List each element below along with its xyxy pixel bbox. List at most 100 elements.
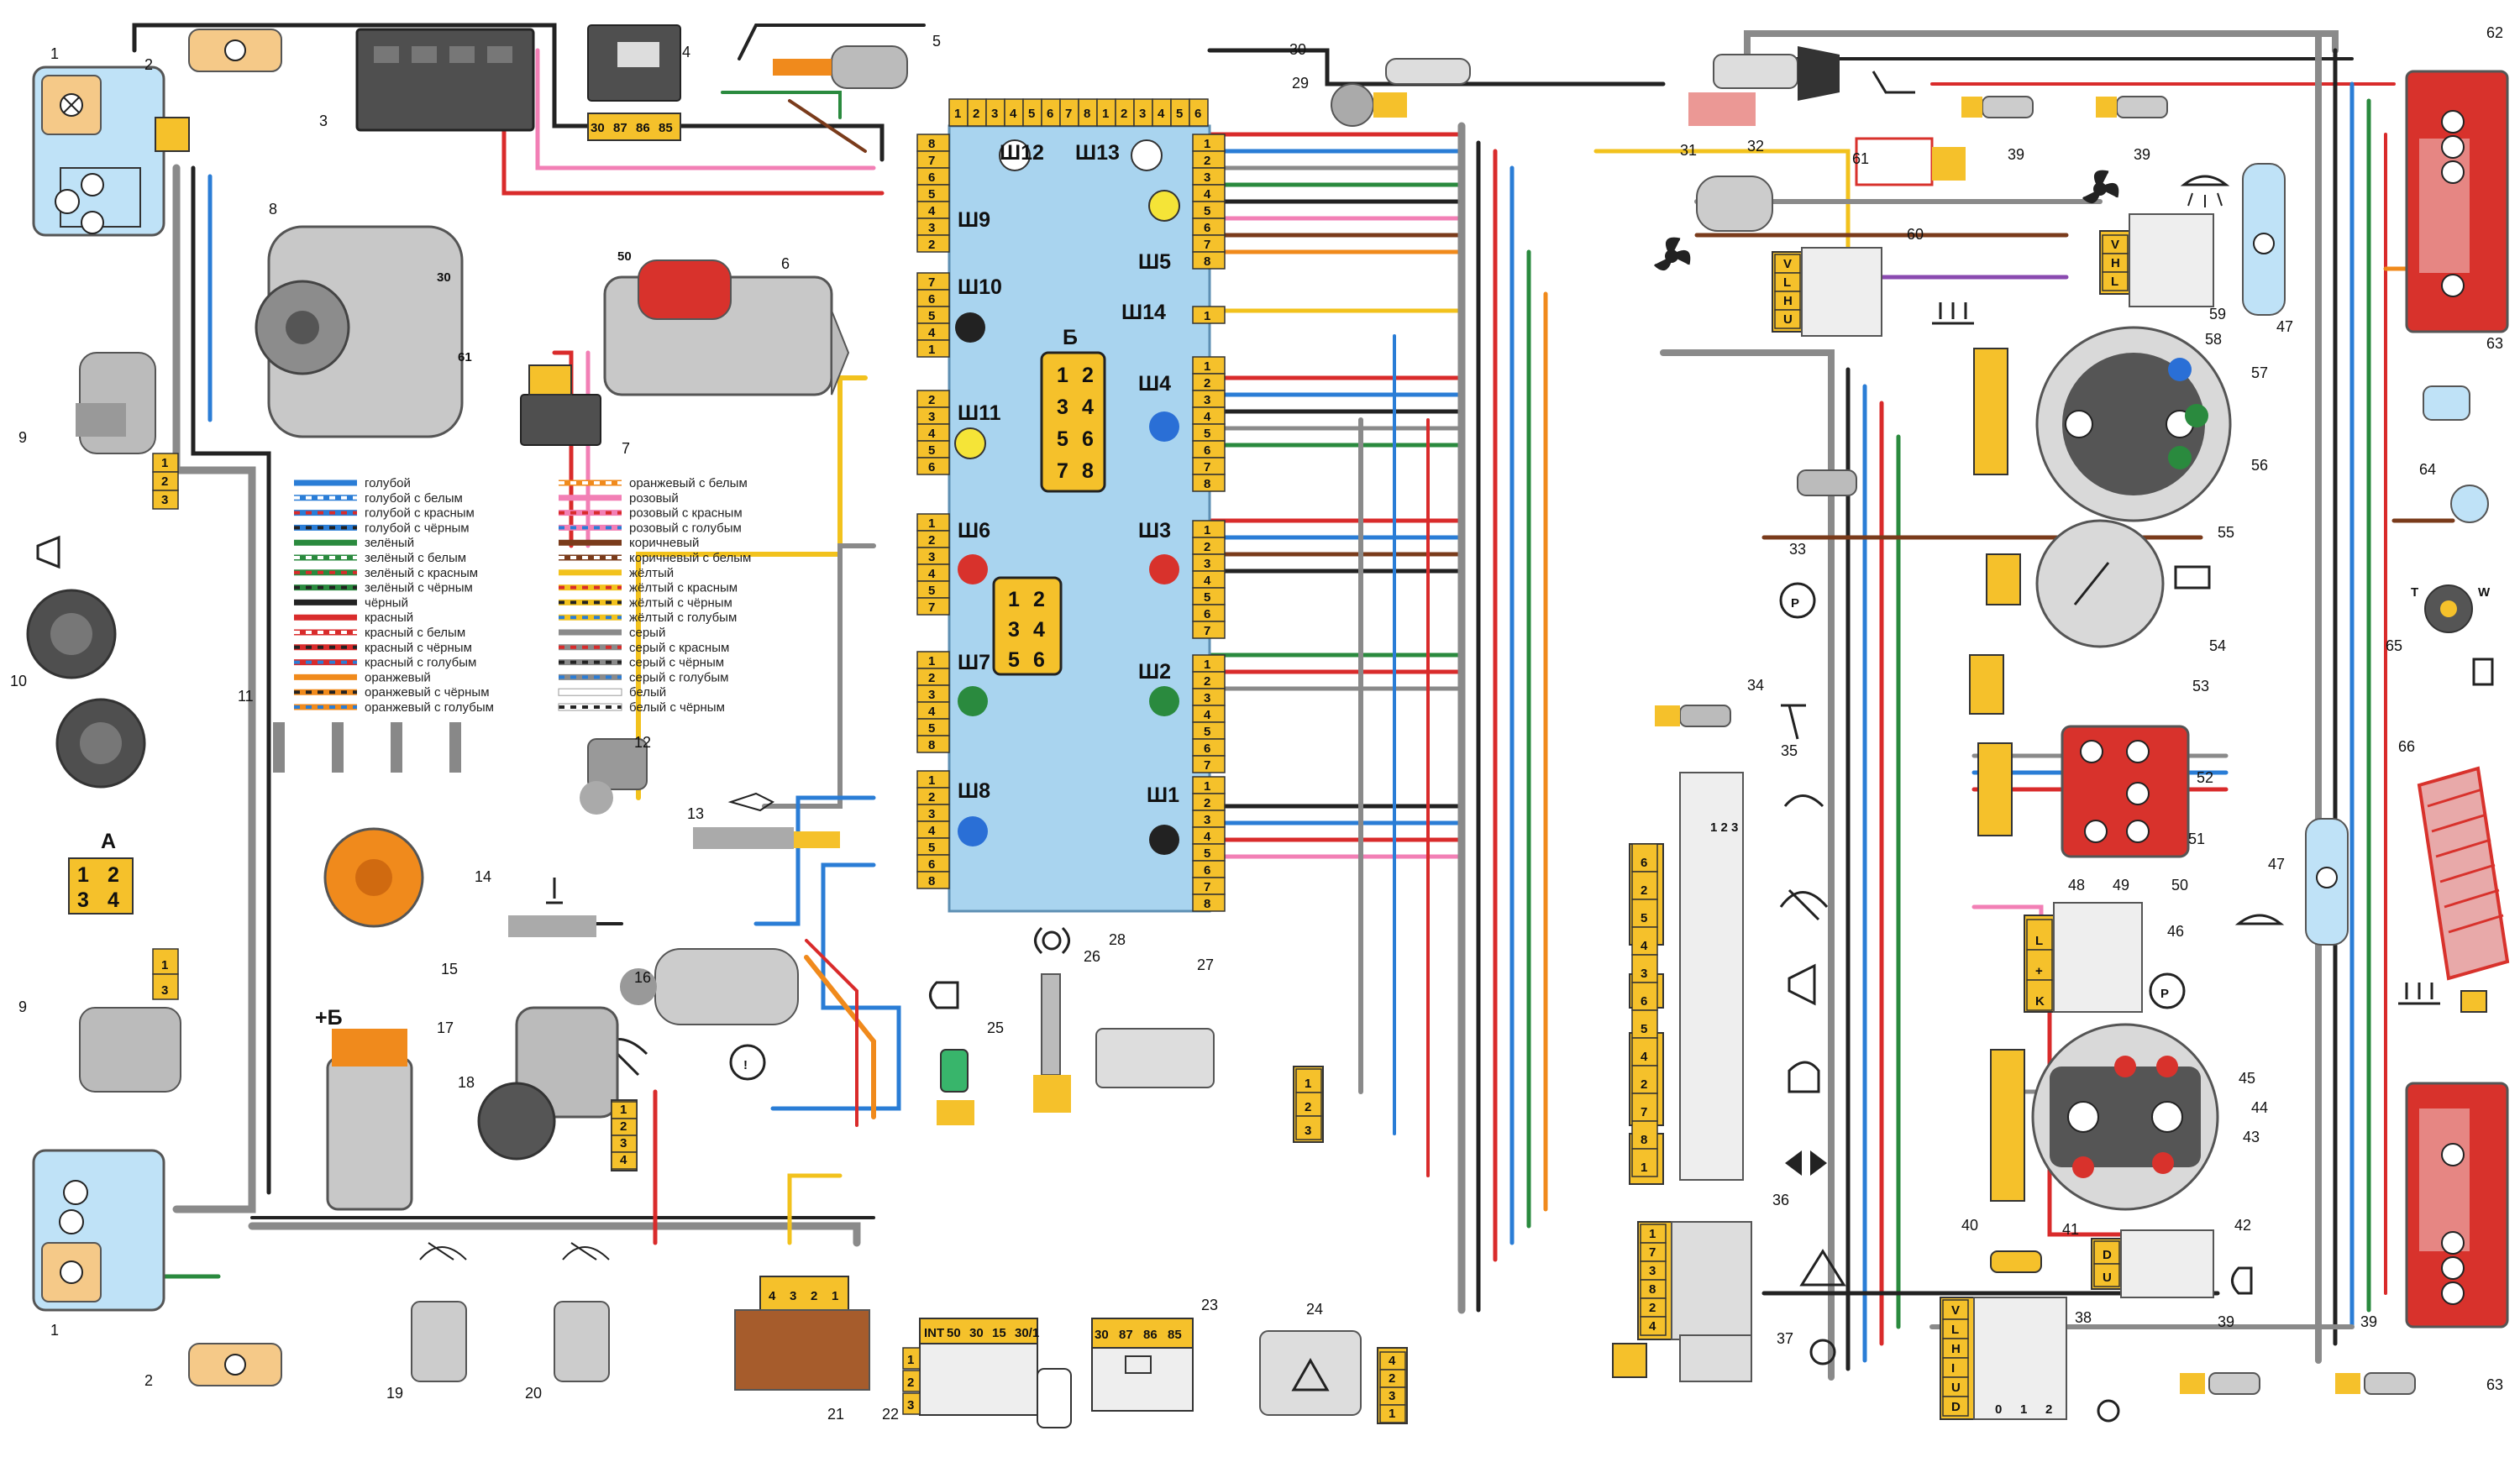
- legend-label: розовый с голубым: [629, 521, 742, 535]
- block-right-pin-label: 7: [1204, 238, 1210, 252]
- relay-4: [587, 24, 681, 141]
- washer-pump-19: [411, 1301, 467, 1382]
- fuel-sender: [2424, 584, 2473, 633]
- connector-indicator-white: [999, 139, 1031, 171]
- fan-icon-2: [2082, 170, 2119, 204]
- block-right-pin: [1192, 621, 1226, 639]
- pin-label: 3: [1389, 1389, 1395, 1403]
- pin-label: 2: [1305, 1100, 1311, 1114]
- component-19-label: 19: [386, 1385, 403, 1402]
- pin-label: 7: [1641, 1105, 1647, 1119]
- component-59-label: 59: [2209, 306, 2226, 322]
- legend-label: жёлтый с голубым: [629, 611, 737, 625]
- ignition-switch: [919, 1318, 1072, 1428]
- block-left-pin-label: 7: [928, 154, 935, 168]
- switch35-inner-label: 1 2 3: [1710, 820, 1738, 835]
- pin-cell: [2102, 271, 2129, 291]
- pin-label: 6: [1641, 856, 1647, 870]
- sub-a-pin: 3: [1008, 618, 1020, 642]
- component-39-label: 39: [2008, 146, 2024, 163]
- component-13-label: 13: [687, 805, 704, 822]
- legend-swatch-outline: [558, 688, 622, 696]
- speedo-connector: [1973, 348, 2008, 475]
- pin-label: V: [2111, 238, 2119, 252]
- sub-a-pin: 6: [1033, 648, 1045, 672]
- ignition-pin: 30/1: [1015, 1326, 1039, 1340]
- pin-cell: [1631, 843, 1658, 873]
- legend-label: зелёный с белым: [365, 551, 466, 565]
- component-46-label: 46: [2167, 923, 2184, 940]
- component-63-label: 63: [2486, 335, 2503, 352]
- connector-indicator-white: [1131, 139, 1163, 171]
- legend-swatch-outline: [558, 703, 622, 711]
- connector-mid-left: 13: [152, 948, 179, 1000]
- pin-label: 8: [1649, 1282, 1656, 1297]
- pin-label: H: [1951, 1342, 1961, 1356]
- connector-label-sh5: Ш5: [1138, 250, 1171, 274]
- block-left-pin-label: 3: [928, 410, 935, 424]
- block-left-pin-label: 1: [928, 343, 935, 357]
- block-right-pin-label: 4: [1204, 830, 1211, 844]
- block-right-pin-label: 3: [1204, 170, 1210, 185]
- block-left-pin: [916, 735, 950, 753]
- svg-text:P: P: [2160, 987, 2169, 1001]
- component-57-label: 57: [2251, 364, 2268, 381]
- component-25-label: 25: [987, 1019, 1004, 1036]
- component-12-label: 12: [634, 734, 651, 751]
- pin-label: V: [1951, 1303, 1960, 1318]
- block-left-pin-label: 3: [928, 688, 935, 702]
- headlight-indicator-icon: [929, 981, 959, 1009]
- pin-label: L: [1783, 275, 1791, 290]
- pin-label: H: [1783, 294, 1793, 308]
- pin-label: 2: [973, 107, 979, 121]
- component-24-label: 24: [1306, 1301, 1323, 1318]
- pin-cell: [1295, 1092, 1322, 1117]
- block-left-pin-label: 8: [928, 874, 935, 888]
- pin-label: 5: [1176, 107, 1183, 121]
- pin-label: 3: [161, 493, 168, 507]
- component-62-label: 62: [2486, 24, 2503, 41]
- block-left-pin-label: 4: [928, 326, 936, 340]
- pin-cell: [611, 1151, 638, 1170]
- starter: [603, 259, 850, 396]
- legend-label: жёлтый с чёрным: [629, 595, 732, 610]
- sensor-13: [693, 827, 840, 849]
- wiper-relay: [1095, 1028, 1215, 1088]
- legend-label: серый с чёрным: [629, 656, 724, 670]
- battery-icon: [2174, 565, 2211, 590]
- pin-label: +: [2035, 964, 2043, 978]
- block-right-pin-label: 2: [1204, 376, 1210, 390]
- component-21-label: 21: [827, 1406, 844, 1423]
- block-right-pin-label: 7: [1204, 460, 1210, 474]
- switch-icons: [1779, 704, 1846, 1365]
- block-right-pin-label: 4: [1204, 410, 1211, 424]
- component-31-device: [1688, 92, 1756, 126]
- ignition-pin: 15: [992, 1326, 1006, 1340]
- sub-b-pin: 3: [1057, 396, 1068, 419]
- block-left-pin-label: 4: [928, 824, 936, 838]
- block-right-pin-label: 6: [1204, 742, 1210, 756]
- pin-label: 1: [1305, 1077, 1311, 1091]
- block-right-pin-label: 7: [1204, 624, 1210, 638]
- connector-21-pin: 1: [832, 1289, 838, 1303]
- parking-brake-icon: P: [1779, 582, 1816, 619]
- pin-label: 4: [1649, 1319, 1656, 1334]
- pin-label: 1: [1641, 1161, 1647, 1175]
- component-39-c-label: 39: [2218, 1313, 2234, 1330]
- pin-label: 5: [1028, 107, 1035, 121]
- pin-label: 2: [1641, 883, 1647, 898]
- pin-label: 4: [1641, 1050, 1648, 1064]
- fuel-sender-w: W: [2478, 585, 2491, 600]
- ignition-row-cell: [902, 1370, 921, 1392]
- interior-light-icon: [2180, 175, 2230, 207]
- block-right-pin-label: 2: [1204, 154, 1210, 168]
- relay-23-pin: 30: [1095, 1328, 1109, 1342]
- parking-lamp-icon: [1034, 926, 1070, 955]
- sub-b-pin: 1: [1057, 364, 1068, 387]
- heater-motor: [1696, 176, 1773, 232]
- pin-label: D: [2103, 1248, 2112, 1262]
- component-5-device: [773, 45, 908, 89]
- component-2-label: 2: [144, 56, 153, 73]
